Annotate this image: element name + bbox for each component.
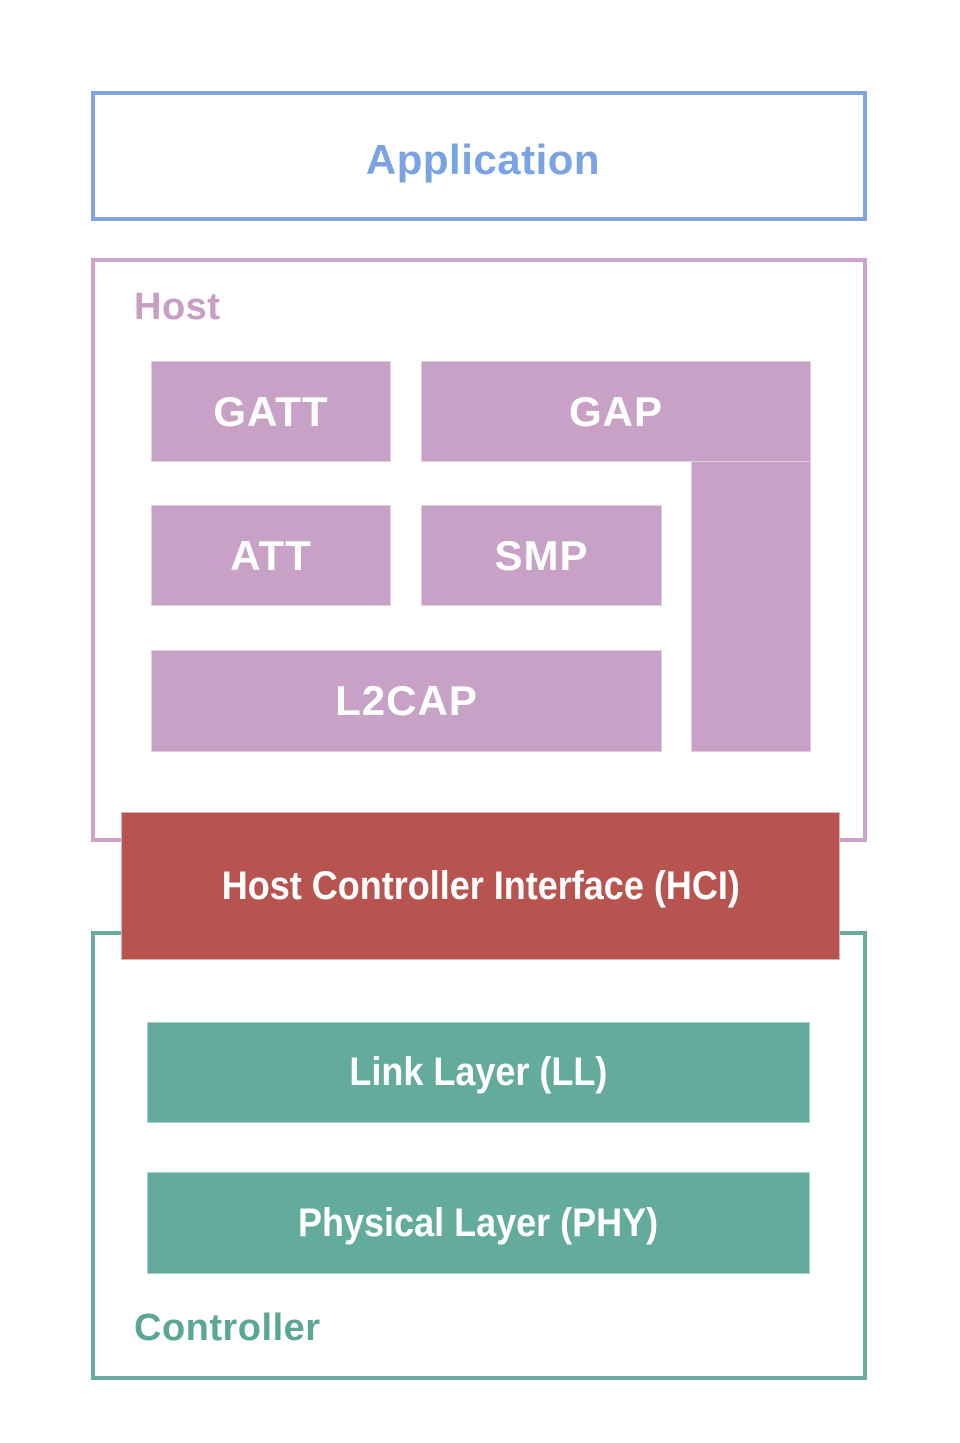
application-box: Application — [91, 91, 867, 221]
block-gap-arm — [691, 462, 811, 752]
hci-label: Host Controller Interface (HCI) — [221, 863, 740, 908]
smp-label: SMP — [494, 531, 589, 579]
application-label: Application — [365, 136, 601, 183]
l2cap-label: L2CAP — [335, 677, 478, 724]
controller-box: Controller — [91, 931, 867, 1380]
controller-label: Controller — [134, 1307, 321, 1349]
block-gap: GAP — [421, 361, 811, 462]
link-layer-label: Link Layer (LL) — [349, 1050, 608, 1094]
physical-layer-label: Physical Layer (PHY) — [298, 1200, 659, 1245]
block-hci: Host Controller Interface (HCI) — [121, 812, 840, 960]
block-smp: SMP — [421, 505, 662, 606]
block-physical-layer: Physical Layer (PHY) — [147, 1172, 810, 1274]
block-att: ATT — [151, 505, 391, 606]
gatt-label: GATT — [213, 387, 329, 435]
block-gatt: GATT — [151, 361, 391, 462]
gap-label: GAP — [568, 387, 663, 435]
block-l2cap: L2CAP — [151, 650, 662, 752]
att-label: ATT — [230, 531, 312, 579]
block-link-layer: Link Layer (LL) — [147, 1022, 810, 1123]
host-label: Host — [134, 286, 221, 328]
